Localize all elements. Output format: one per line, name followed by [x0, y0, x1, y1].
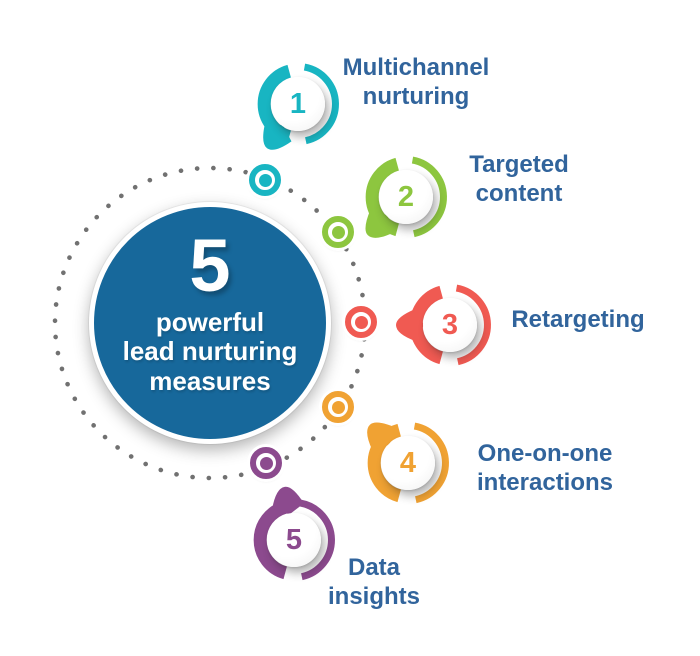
badge-number-circle: 1 — [271, 77, 325, 131]
connector-dot-5 — [250, 447, 282, 479]
hub-title-line: measures — [149, 365, 271, 396]
step-label-line: interactions — [476, 469, 614, 496]
badge-number-circle: 2 — [379, 170, 433, 224]
badge-number: 1 — [289, 87, 307, 120]
connector-dot-1 — [249, 164, 281, 196]
step-badge-3: 3 — [396, 273, 502, 377]
ring-thin-arc — [299, 499, 335, 581]
hub-number: 5 — [189, 223, 231, 307]
ring-thin-arc — [303, 63, 339, 145]
connector-dot-2 — [322, 216, 354, 248]
badge-ring-icon — [257, 63, 339, 150]
hub-circle: 5 powerful lead nurturing measures — [89, 202, 331, 444]
step-label-line: Multichannel — [342, 54, 490, 81]
hub-text-block: 5 powerful lead nurturing measures — [94, 198, 326, 430]
ring-tail — [365, 209, 394, 238]
step-label-line: content — [475, 180, 563, 207]
step-label-4: One-on-one interactions — [425, 439, 665, 497]
badge-ring-icon — [396, 284, 491, 366]
step-badge-4: 4 — [356, 411, 460, 515]
ring-thin-arc — [411, 156, 447, 238]
step-label-line: insights — [327, 583, 420, 610]
step-label-line: Data — [347, 554, 401, 581]
ring-thin-arc — [455, 284, 491, 366]
badge-number: 4 — [399, 446, 417, 479]
badge-number-circle: 3 — [423, 298, 477, 352]
badge-number-circle: 5 — [267, 513, 321, 567]
step-label-line: Targeted — [469, 151, 569, 178]
step-badge-2: 2 — [354, 145, 458, 249]
step-label-1: Multichannel nurturing — [296, 53, 536, 111]
step-label-2: Targeted content — [399, 150, 639, 208]
step-label-line: Retargeting — [511, 306, 645, 333]
hub-title-line: powerful — [155, 306, 265, 337]
connector-dot-4 — [322, 391, 354, 423]
step-label-line: nurturing — [362, 83, 470, 110]
step-badge-1: 1 — [246, 52, 350, 156]
ring-tail — [263, 122, 292, 150]
badge-number: 3 — [441, 308, 459, 341]
step-badge-5: 5 — [242, 486, 346, 592]
badge-number-circle: 4 — [381, 436, 435, 490]
connector-dot-3 — [345, 306, 377, 338]
hub-title-line: lead nurturing — [122, 336, 298, 367]
badge-number: 5 — [285, 523, 303, 556]
ring-tail — [272, 486, 304, 515]
step-label-5: Data insights — [254, 553, 494, 611]
ring-tail — [396, 308, 424, 342]
ring-thin-arc — [413, 422, 449, 504]
badge-ring-icon — [253, 486, 335, 581]
badge-number: 2 — [397, 180, 415, 213]
step-label-3: Retargeting — [458, 305, 698, 334]
step-label-line: One-on-one — [477, 440, 613, 467]
badge-ring-icon — [365, 156, 447, 238]
ring-thick-arc — [253, 500, 288, 580]
